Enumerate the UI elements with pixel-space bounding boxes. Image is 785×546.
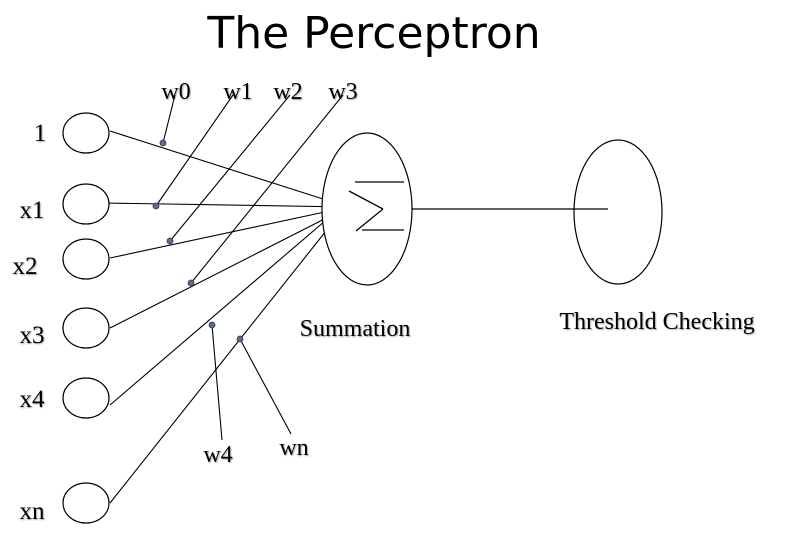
leader-w1 [155, 94, 234, 207]
input-labels: 1 x1 x2 x3 x4 xn [13, 120, 47, 525]
leader-w3 [190, 94, 344, 284]
input-label-bias: 1 [34, 120, 47, 147]
edge-x1-to-summation [103, 202, 349, 208]
leader-wn [239, 338, 292, 435]
input-nodes [62, 112, 110, 524]
input-label-x1: x1 [20, 197, 45, 224]
weight-label-w0: w0 [161, 79, 190, 105]
input-label-x4: x4 [20, 386, 46, 413]
threshold-label: Threshold Checking [559, 309, 754, 335]
weight-label-w2: w2 [273, 79, 302, 105]
leader-w2 [169, 94, 291, 242]
input-node-x3 [62, 307, 110, 349]
edge-x2-to-summation [109, 206, 349, 259]
weight-label-w3: w3 [328, 79, 357, 105]
diagram-title: The Perceptron [206, 8, 540, 59]
edge-xn-to-summation [109, 196, 354, 504]
input-node-x2 [62, 238, 110, 280]
input-node-bias [62, 112, 110, 154]
sigma-icon [348, 181, 404, 232]
weight-dot-w2 [166, 237, 174, 245]
input-edges [103, 130, 354, 504]
weight-labels: w0 w1 w2 w3 w4 wn [161, 79, 357, 468]
weight-dot-w0 [159, 139, 167, 147]
weight-label-wn: wn [279, 435, 308, 461]
weight-dot-wn [236, 335, 244, 343]
input-label-x3: x3 [20, 322, 45, 349]
weight-label-w1: w1 [223, 79, 252, 105]
summation-label: Summation [300, 316, 411, 342]
weight-leader-lines [155, 94, 344, 441]
edge-x3-to-summation [109, 206, 349, 329]
weight-label-w4: w4 [203, 442, 232, 468]
input-label-x2: x2 [13, 253, 38, 280]
edge-x4-to-summation [109, 196, 354, 406]
weight-dot-w3 [187, 279, 195, 287]
summation-node [321, 132, 413, 286]
weight-dots [152, 139, 244, 343]
weight-dot-w4 [208, 321, 216, 329]
input-label-xn: xn [20, 498, 46, 525]
input-node-x1 [62, 183, 110, 225]
threshold-node [573, 139, 663, 285]
input-node-xn [62, 482, 110, 524]
leader-w0 [162, 94, 176, 144]
weight-dot-w1 [152, 202, 160, 210]
leader-w4 [211, 324, 223, 441]
input-node-x4 [62, 377, 110, 419]
